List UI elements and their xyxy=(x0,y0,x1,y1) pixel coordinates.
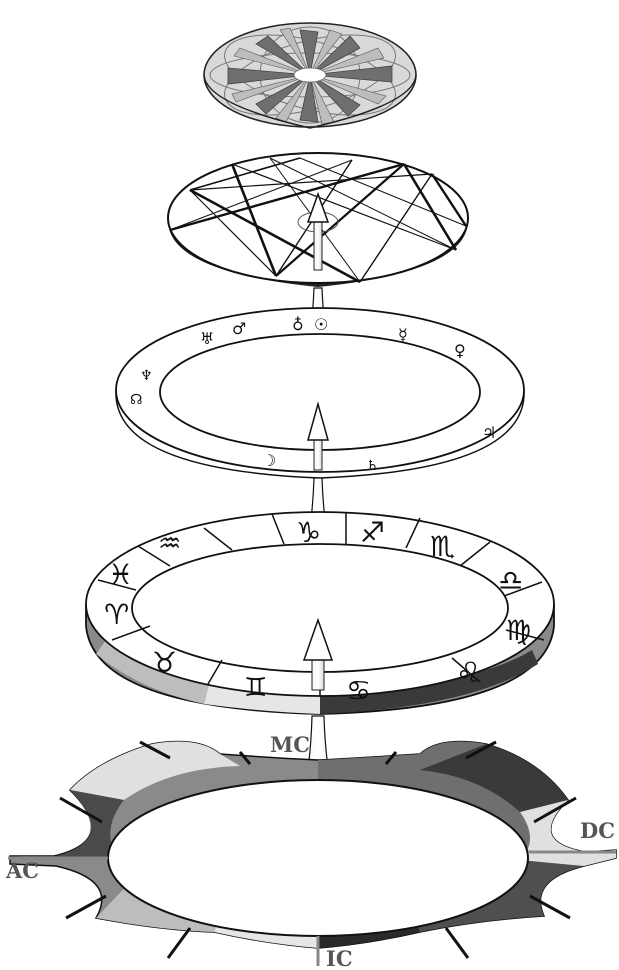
zodiac-glyph: ♋ xyxy=(346,674,371,707)
zodiac-glyph: ♒ xyxy=(158,529,181,559)
zodiac-glyph: ♊ xyxy=(244,673,267,703)
planet-glyph: ♂ xyxy=(232,319,246,338)
zodiac-glyph: ♓ xyxy=(108,558,133,591)
planet-glyph: ☉ xyxy=(314,315,328,334)
house-ring xyxy=(8,742,616,966)
planet-glyph: ♄ xyxy=(366,458,379,474)
planet-glyph: ☊ xyxy=(130,392,142,408)
ic-label: IC xyxy=(326,946,353,970)
mc-label: MC xyxy=(270,732,310,757)
zodiac-glyph: ♍ xyxy=(506,614,531,647)
planet-glyph: ♀ xyxy=(454,341,466,360)
planet-glyph: ☿ xyxy=(398,325,408,344)
dc-label: DC xyxy=(580,818,615,843)
zodiac-glyph: ♏ xyxy=(430,530,455,563)
zodiac-glyph: ♌ xyxy=(456,656,481,689)
aspect-pattern-disc xyxy=(204,19,416,130)
zodiac-glyph: ♐ xyxy=(360,516,385,549)
zodiac-glyph: ♑ xyxy=(296,516,321,549)
planet-glyph: ☽ xyxy=(262,451,276,470)
planet-glyph: ♆ xyxy=(140,368,153,384)
planet-glyph: ♅ xyxy=(200,329,214,348)
planet-glyph: ♁ xyxy=(292,315,304,334)
zodiac-glyph: ♉ xyxy=(152,646,177,679)
zodiac-glyph: ♎ xyxy=(498,564,523,597)
ac-label: AC xyxy=(5,858,39,883)
planet-glyph: ♃ xyxy=(482,423,496,442)
zodiac-glyph: ♈ xyxy=(104,598,129,631)
